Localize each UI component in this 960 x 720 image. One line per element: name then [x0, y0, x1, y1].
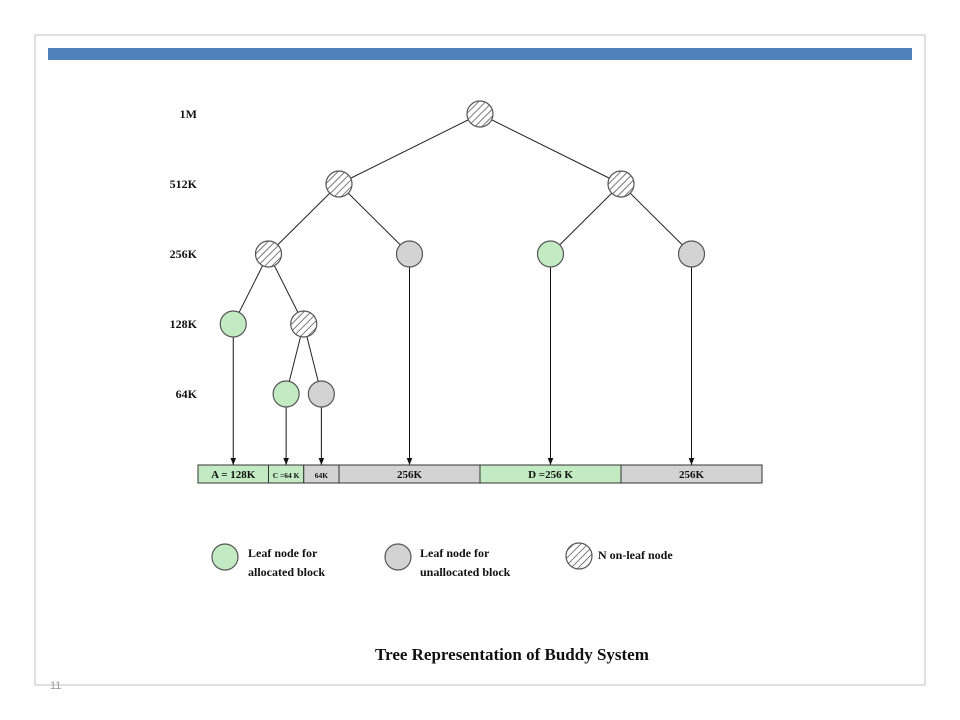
- tree-edge: [338, 113, 481, 185]
- tree-nodes: [219, 100, 706, 408]
- tree-node-non-leaf: [325, 170, 353, 198]
- legend-item-allocated: Leaf node for allocated block: [211, 543, 325, 579]
- level-label: 128K: [170, 317, 198, 331]
- allocated-leaf-icon: [211, 543, 239, 571]
- tree-edge: [620, 183, 692, 255]
- tree-edges: [232, 113, 692, 395]
- level-label: 1M: [180, 107, 197, 121]
- legend: Leaf node for allocated block Leaf node …: [211, 542, 673, 579]
- tree-edge: [338, 183, 410, 255]
- slide-border: [34, 34, 926, 686]
- tree-node-allocated: [219, 310, 247, 338]
- legend-item-unallocated: Leaf node for unallocated block: [384, 543, 511, 579]
- legend-allocated-line2: allocated block: [248, 565, 325, 579]
- memory-segment-unallocated: [620, 464, 763, 484]
- tree-node-non-leaf: [607, 170, 635, 198]
- tree-node-allocated: [272, 380, 300, 408]
- level-label: 64K: [176, 387, 198, 401]
- tree-node-allocated: [536, 240, 565, 268]
- tree-node-non-leaf: [290, 310, 318, 338]
- memory-segment-label: 256K: [679, 469, 705, 481]
- tree-edge: [268, 183, 340, 255]
- level-label: 256K: [170, 247, 198, 261]
- memory-segment-label: D =256 K: [528, 469, 573, 481]
- unallocated-leaf-icon: [384, 543, 412, 571]
- non-leaf-node-icon: [565, 542, 593, 570]
- memory-segment-label: C =64 K: [273, 471, 300, 480]
- slide-accent-bar: [48, 48, 912, 60]
- page-number: 11: [50, 680, 61, 692]
- level-labels: 1M 512K 256K 128K 64K: [170, 107, 198, 401]
- tree-edge: [479, 113, 622, 185]
- legend-item-non-leaf: N on-leaf node: [565, 542, 673, 570]
- memory-segment-label: A = 128K: [211, 469, 256, 481]
- legend-non-leaf-line1: N on-leaf node: [598, 548, 673, 562]
- allocation-arrows: [230, 267, 695, 465]
- tree-node-non-leaf: [254, 240, 283, 268]
- legend-unallocated-line1: Leaf node for: [420, 546, 490, 560]
- diagram-title: Tree Representation of Buddy System: [375, 645, 649, 664]
- tree-node-non-leaf: [466, 100, 494, 128]
- tree-node-unallocated: [395, 240, 424, 268]
- memory-segment-label: 64K: [315, 471, 329, 480]
- tree-node-unallocated: [677, 240, 706, 268]
- memory-segment-label: 256K: [397, 469, 423, 481]
- tree-node-unallocated: [307, 380, 335, 408]
- memory-bar: A = 128K C =64 K 64K 256K D =256 K 256K: [197, 464, 763, 484]
- legend-unallocated-line2: unallocated block: [420, 565, 511, 579]
- level-label: 512K: [170, 177, 198, 191]
- legend-allocated-line1: Leaf node for: [248, 546, 318, 560]
- tree-edge: [550, 183, 622, 255]
